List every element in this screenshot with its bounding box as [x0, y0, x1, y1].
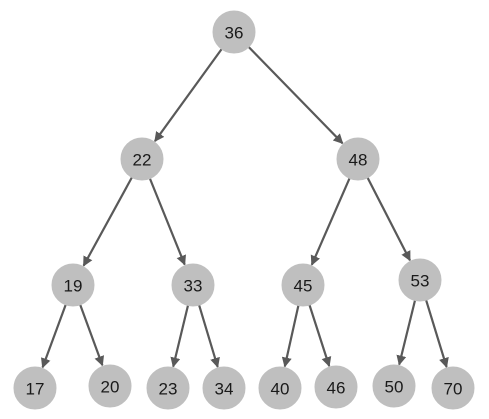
node-label: 40	[271, 380, 290, 399]
edge-arrow	[198, 304, 220, 368]
edge-arrow	[170, 305, 190, 368]
node-label: 19	[64, 277, 83, 296]
edges-layer	[41, 46, 449, 369]
node-circle	[398, 258, 442, 302]
edge-arrow	[310, 177, 351, 266]
node-circle	[171, 263, 215, 307]
edge-arrow	[396, 300, 417, 366]
node-circle	[146, 366, 190, 410]
edge-arrow	[41, 304, 67, 369]
node-circle	[13, 366, 57, 410]
node-label: 20	[101, 378, 120, 397]
node-label: 50	[385, 378, 404, 397]
node-label: 53	[411, 272, 430, 291]
node-label: 17	[26, 380, 45, 399]
tree-node: 36	[212, 10, 256, 54]
tree-node: 45	[281, 263, 325, 307]
node-circle	[336, 137, 380, 181]
node-circle	[202, 366, 246, 410]
node-label: 70	[444, 380, 463, 399]
node-label: 22	[133, 151, 152, 170]
node-label: 34	[215, 380, 234, 399]
tree-node: 50	[372, 364, 416, 408]
edge-arrow	[366, 177, 411, 262]
tree-node: 22	[120, 137, 164, 181]
node-label: 48	[349, 151, 368, 170]
edge-arrow	[79, 304, 104, 367]
node-circle	[51, 263, 95, 307]
node-circle	[88, 364, 132, 408]
tree-node: 23	[146, 366, 190, 410]
tree-node: 19	[51, 263, 95, 307]
node-circle	[314, 365, 358, 409]
node-circle	[281, 263, 325, 307]
node-circle	[431, 366, 475, 410]
node-circle	[372, 364, 416, 408]
edge-arrow	[148, 178, 186, 266]
nodes-layer: 36 22 48 19 33 45 53 17 20 23 34 40 46 50 70	[13, 10, 475, 410]
tree-node: 70	[431, 366, 475, 410]
tree-node: 48	[336, 137, 380, 181]
tree-node: 53	[398, 258, 442, 302]
node-label: 33	[184, 277, 203, 296]
tree-node: 20	[88, 364, 132, 408]
tree-node: 46	[314, 365, 358, 409]
tree-node: 40	[258, 366, 302, 410]
edge-arrow	[82, 176, 133, 267]
edge-arrow	[425, 299, 449, 368]
edge-arrow	[247, 46, 344, 145]
tree-node: 34	[202, 366, 246, 410]
node-label: 46	[327, 379, 346, 398]
node-label: 23	[159, 380, 178, 399]
node-label: 45	[294, 277, 313, 296]
node-circle	[212, 10, 256, 54]
tree-node: 17	[13, 366, 57, 410]
node-label: 36	[225, 24, 244, 43]
node-circle	[258, 366, 302, 410]
edge-arrow	[308, 304, 332, 368]
edge-arrow	[281, 305, 300, 368]
edge-arrow	[154, 48, 223, 143]
tree-node: 33	[171, 263, 215, 307]
node-circle	[120, 137, 164, 181]
